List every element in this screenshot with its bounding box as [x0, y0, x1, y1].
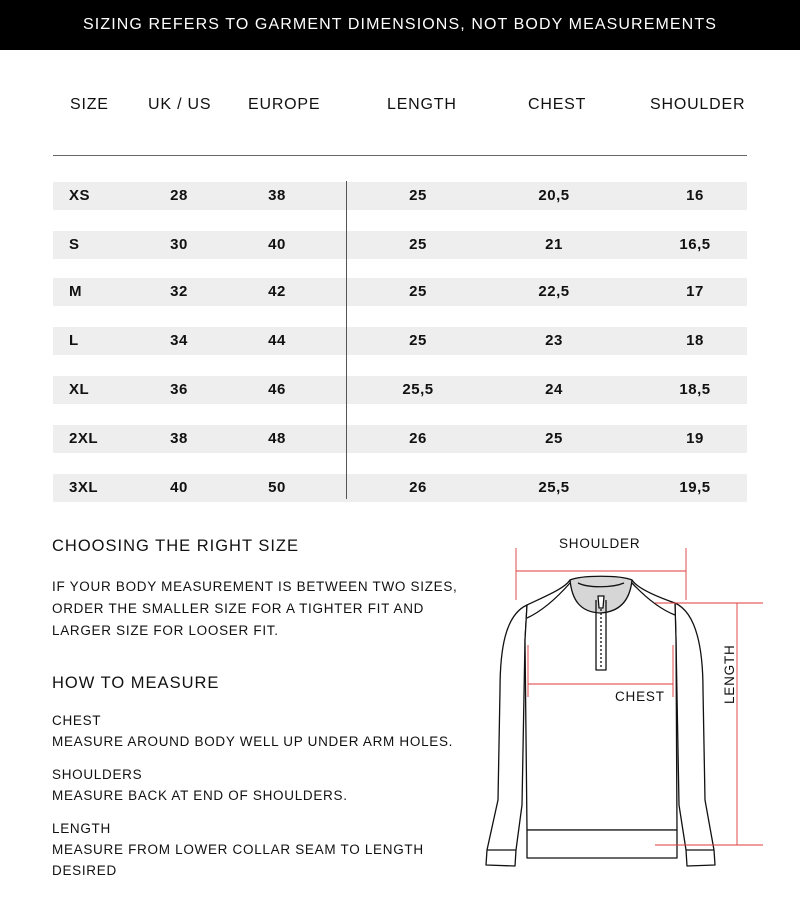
col-header-size: SIZE [70, 96, 109, 113]
length-text-1: MEASURE FROM LOWER COLLAR SEAM TO LENGTH [52, 842, 424, 857]
sweater-illustration [485, 548, 763, 867]
banner-text: SIZING REFERS TO GARMENT DIMENSIONS, NOT… [83, 16, 717, 33]
table-row: 2XL 38 48 26 25 19 [53, 425, 747, 453]
how-title: HOW TO MEASURE [52, 674, 220, 692]
sweater-outline [485, 575, 716, 867]
shoulder-measure-label: SHOULDER [559, 536, 641, 551]
length-measure-label: LENGTH [722, 644, 737, 704]
col-header-length: LENGTH [387, 96, 457, 113]
column-divider [346, 181, 347, 499]
choosing-line-1: IF YOUR BODY MEASUREMENT IS BETWEEN TWO … [52, 579, 458, 594]
shoulders-label: SHOULDERS [52, 767, 143, 782]
table-row: M 32 42 25 22,5 17 [53, 278, 747, 306]
measure-lines [515, 548, 763, 846]
cell-size: 2XL [69, 430, 99, 447]
header-divider [53, 155, 747, 156]
chest-label: CHEST [52, 713, 102, 728]
table-row: 3XL 40 50 26 25,5 19,5 [53, 474, 747, 502]
table-row: L 34 44 25 23 18 [53, 327, 747, 355]
chest-text: MEASURE AROUND BODY WELL UP UNDER ARM HO… [52, 734, 454, 749]
table-row: XS 28 38 25 20,5 16 [53, 182, 747, 210]
chest-measure-label: CHEST [615, 689, 665, 704]
choosing-title: CHOOSING THE RIGHT SIZE [52, 537, 299, 555]
choosing-line-2: ORDER THE SMALLER SIZE FOR A TIGHTER FIT… [52, 601, 425, 616]
col-header-shoulder: SHOULDER [650, 96, 746, 113]
cell-size: XS [69, 187, 91, 204]
table-row: S 30 40 25 21 16,5 [53, 231, 747, 259]
col-header-europe: EUROPE [248, 96, 321, 113]
length-text-2: DESIRED [52, 863, 117, 878]
header-banner: SIZING REFERS TO GARMENT DIMENSIONS, NOT… [0, 0, 800, 50]
choosing-line-3: LARGER SIZE FOR LOOSER FIT. [52, 623, 279, 638]
cell-size: 3XL [69, 479, 99, 496]
cell-size: L [69, 332, 79, 349]
garment-diagram: SHOULDER CHEST LENGTH [470, 530, 800, 912]
cell-size: S [69, 236, 80, 253]
col-header-ukus: UK / US [148, 96, 212, 113]
shoulders-text: MEASURE BACK AT END OF SHOULDERS. [52, 788, 348, 803]
cell-size: XL [69, 381, 90, 398]
table-row: XL 36 46 25,5 24 18,5 [53, 376, 747, 404]
cell-size: M [69, 283, 82, 300]
length-label: LENGTH [52, 821, 111, 836]
col-header-chest: CHEST [528, 96, 587, 113]
